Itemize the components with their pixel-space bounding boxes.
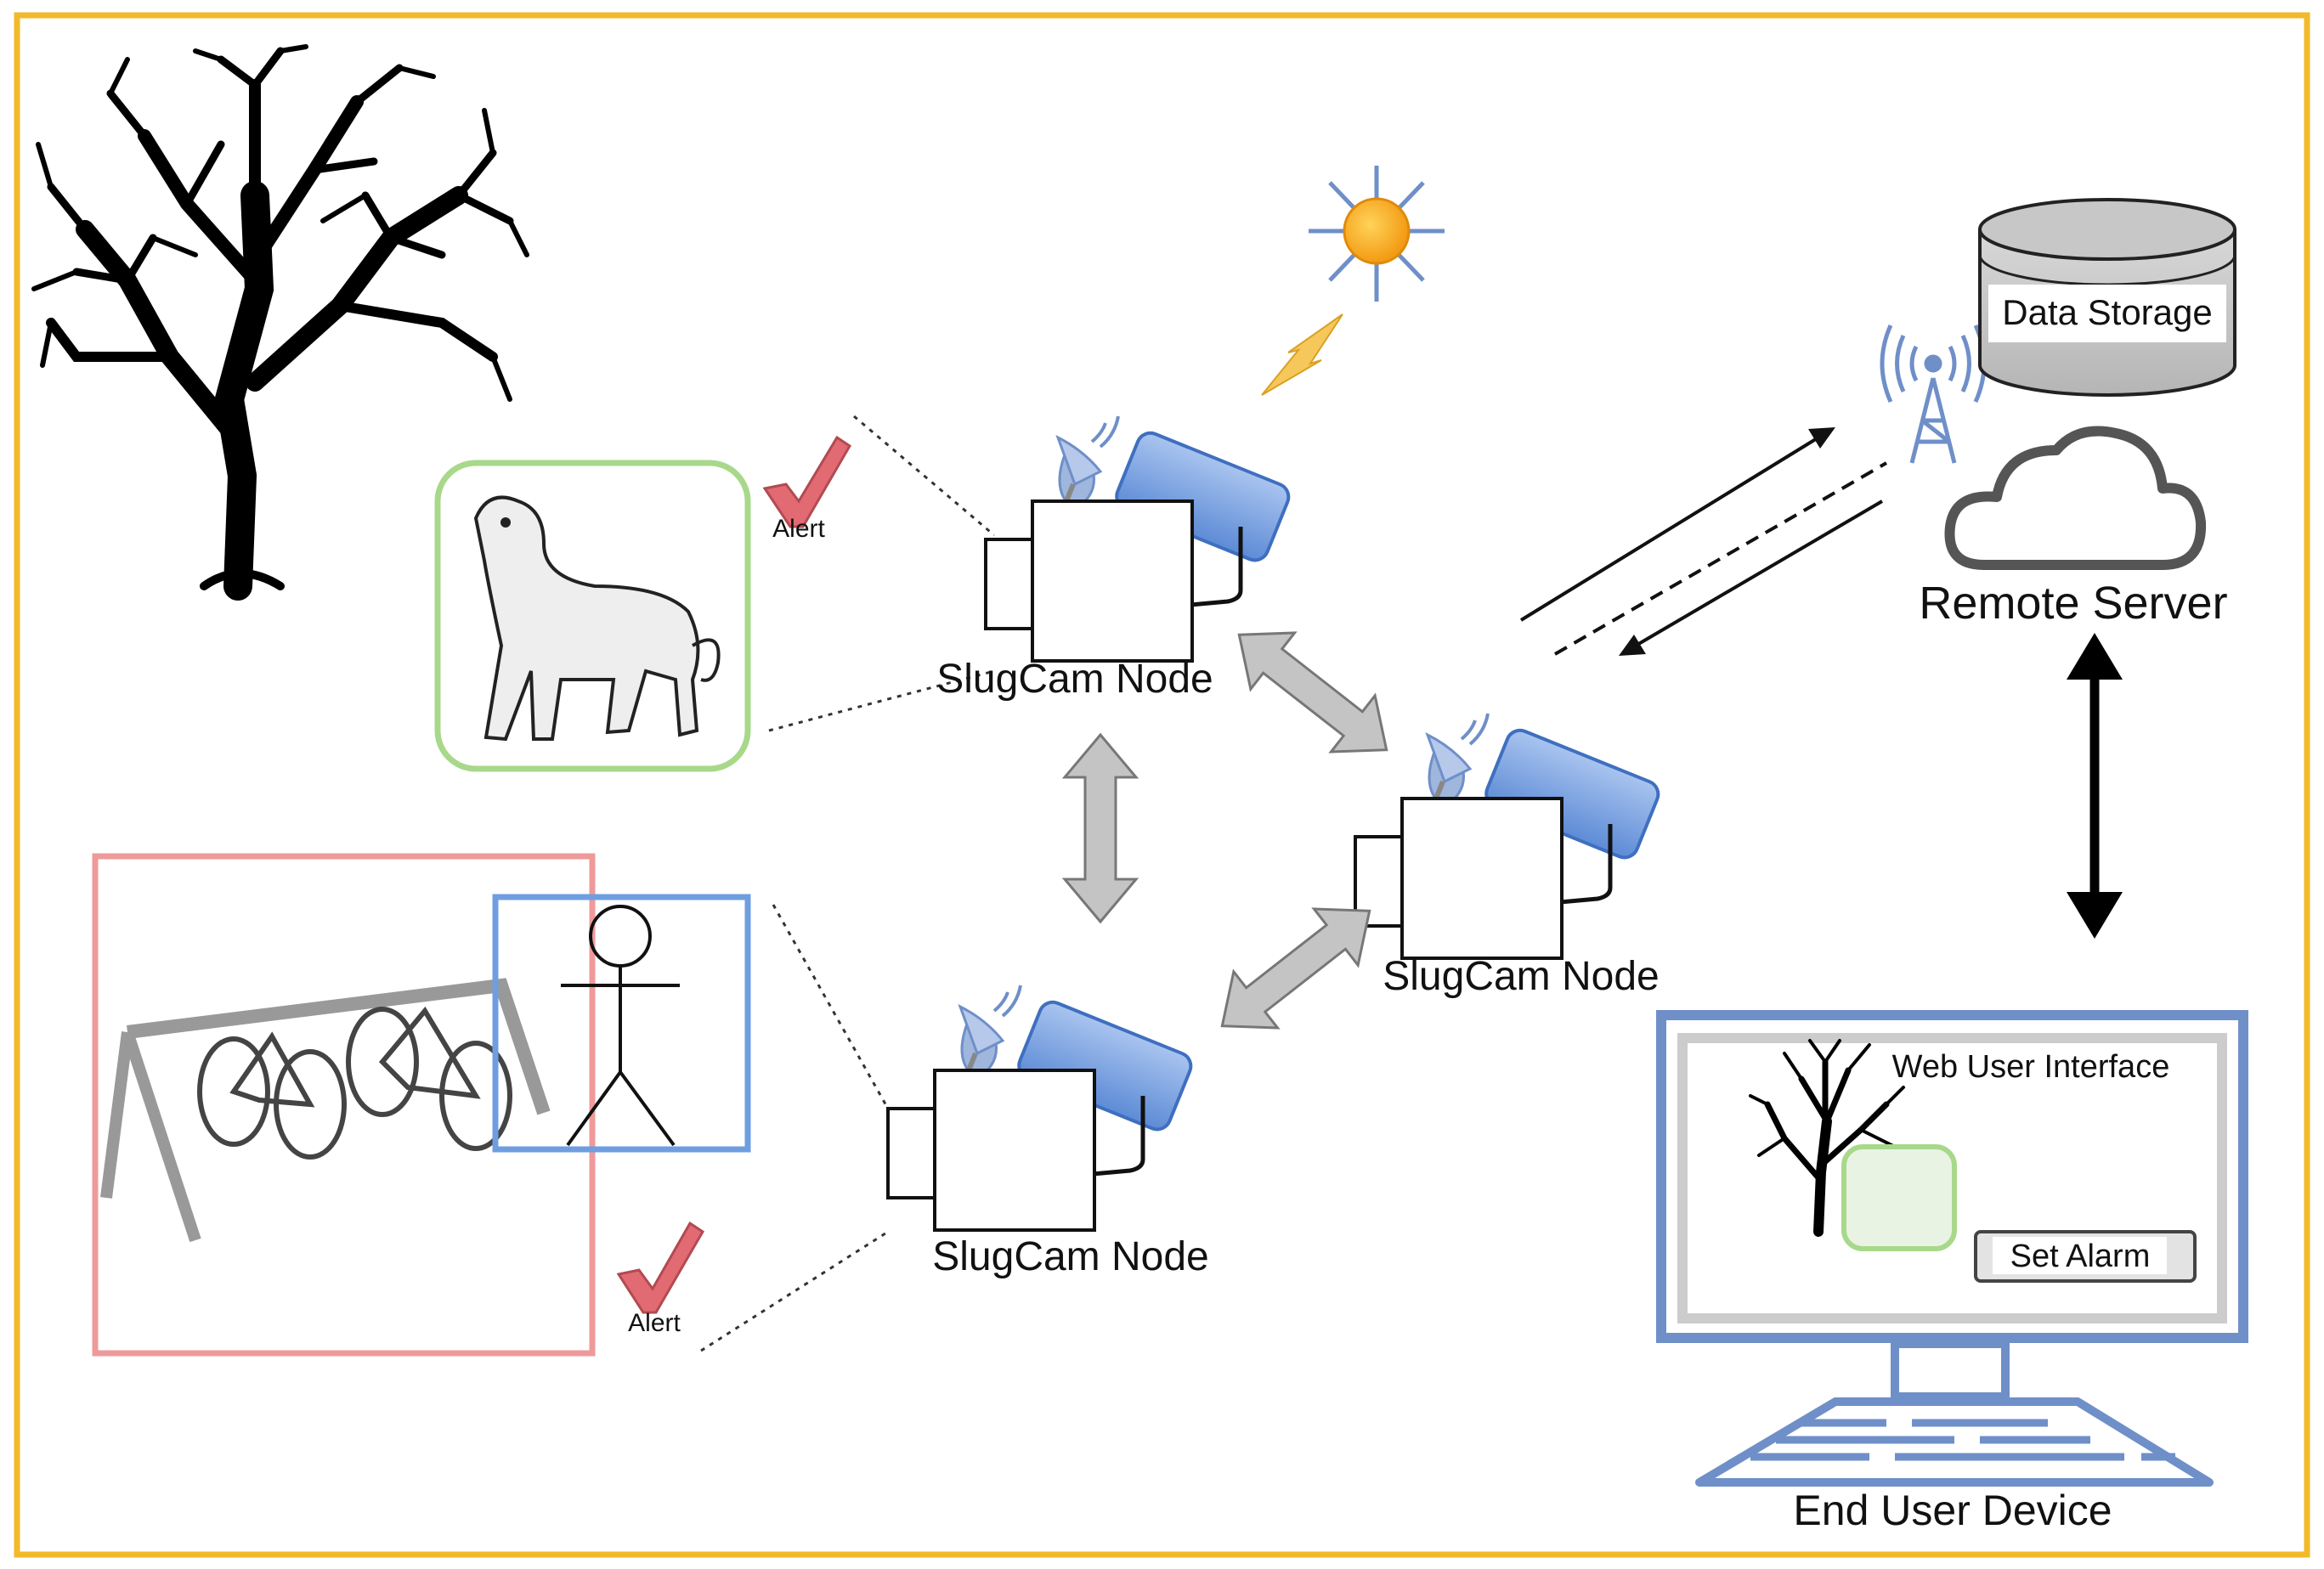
node-label-bottom: SlugCam Node xyxy=(932,1234,1209,1279)
alert-label-top: Alert xyxy=(772,515,825,543)
mountain-lion-icon xyxy=(473,495,721,742)
detection-box-blue xyxy=(492,894,751,1153)
tree-icon xyxy=(31,44,529,601)
downlink-arrow-dashed xyxy=(1554,461,1887,656)
server-device-arrow xyxy=(2067,633,2123,939)
node-label-top: SlugCam Node xyxy=(936,657,1213,702)
mesh-arrow-top-right xyxy=(1215,605,1411,780)
detection-box-red xyxy=(92,853,596,1357)
slugcam-node-right xyxy=(1355,714,1662,958)
antenna-tower-icon xyxy=(1880,324,1987,464)
uplink-arrow xyxy=(1519,427,1835,622)
field-of-view-lines xyxy=(700,415,995,1352)
slugcam-node-top xyxy=(986,416,1292,661)
web-ui-label: Web User Interface xyxy=(1892,1049,2170,1085)
diagram-frame xyxy=(14,12,2310,1558)
remote-server-label: Remote Server xyxy=(1919,578,2227,629)
keyboard-icon xyxy=(1695,1397,2214,1487)
check-icon xyxy=(616,1221,705,1314)
mesh-arrow-vertical xyxy=(1063,733,1138,923)
lightning-icon xyxy=(1261,313,1343,396)
data-storage-label: Data Storage xyxy=(2002,292,2213,332)
web-ui-detection-box xyxy=(1841,1144,1957,1251)
node-label-right: SlugCam Node xyxy=(1383,954,1660,999)
end-user-device-label: End User Device xyxy=(1793,1487,2112,1534)
alert-label-bottom: Alert xyxy=(628,1309,681,1337)
sun-icon xyxy=(1309,166,1445,302)
set-alarm-label: Set Alarm xyxy=(2010,1239,2151,1274)
tree-icon xyxy=(1749,1039,1905,1237)
database-icon xyxy=(1978,198,2236,397)
bicycles-icon xyxy=(100,978,551,1243)
person-icon xyxy=(561,905,680,1147)
check-icon xyxy=(762,435,852,528)
set-alarm-button[interactable]: Set Alarm xyxy=(1974,1230,2197,1283)
downlink-arrow xyxy=(1619,499,1884,656)
cloud-icon xyxy=(1944,426,2207,570)
slugcam-node-bottom xyxy=(888,985,1195,1230)
detection-box-green xyxy=(434,460,751,772)
